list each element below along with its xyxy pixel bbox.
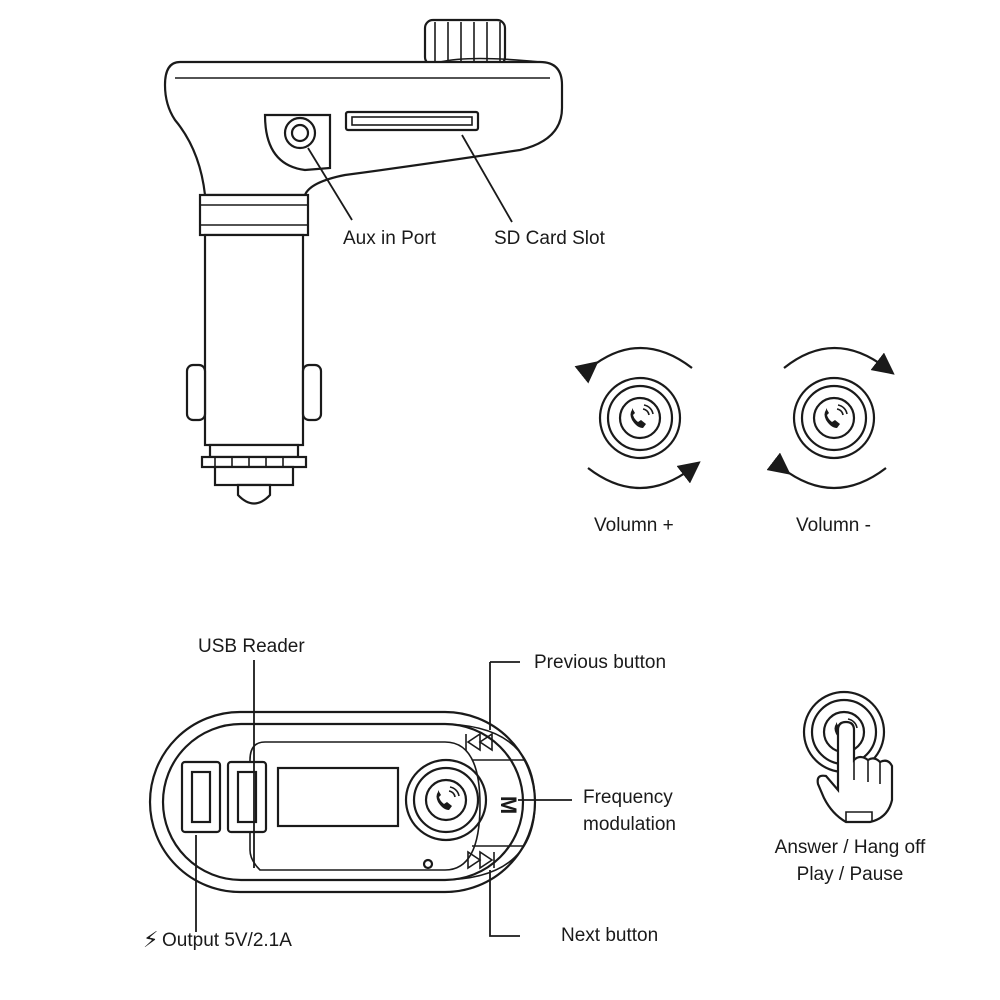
volume-plus-label: Volumn +: [594, 515, 674, 536]
frequency-label-line1: Frequency: [583, 787, 673, 808]
frequency-label-line2: modulation: [583, 814, 676, 835]
car-charger-side-view: [163, 18, 564, 505]
car-charger-front-view: M: [148, 710, 537, 894]
volume-knob-top: [423, 18, 507, 67]
sd-card-slot: [344, 110, 480, 132]
answer-knob-diagram: [802, 690, 894, 824]
usb-port-output: [180, 760, 222, 834]
next-icon: [467, 850, 495, 870]
previous-button-label: Previous button: [534, 652, 667, 673]
pointing-hand-icon: [816, 720, 894, 824]
output-label: Output 5V/2.1A: [162, 930, 292, 951]
mode-button-letter: M: [496, 796, 521, 814]
lcd-display: [276, 766, 400, 828]
answer-label-line2: Play / Pause: [796, 864, 904, 885]
usb-port-reader: [226, 760, 268, 834]
volume-minus-diagram: [766, 347, 895, 490]
volume-plus-diagram: [574, 347, 701, 490]
aux-port-label: Aux in Port: [343, 228, 436, 249]
volume-minus-label: Volumn -: [796, 515, 871, 536]
usb-reader-label: USB Reader: [198, 636, 305, 657]
next-button-label: Next button: [561, 925, 659, 946]
lightning-bolt-icon: ⚡︎: [143, 927, 159, 952]
answer-label-line1: Answer / Hang off: [774, 837, 926, 858]
sd-card-slot-label: SD Card Slot: [494, 228, 605, 249]
previous-icon: [465, 732, 493, 752]
